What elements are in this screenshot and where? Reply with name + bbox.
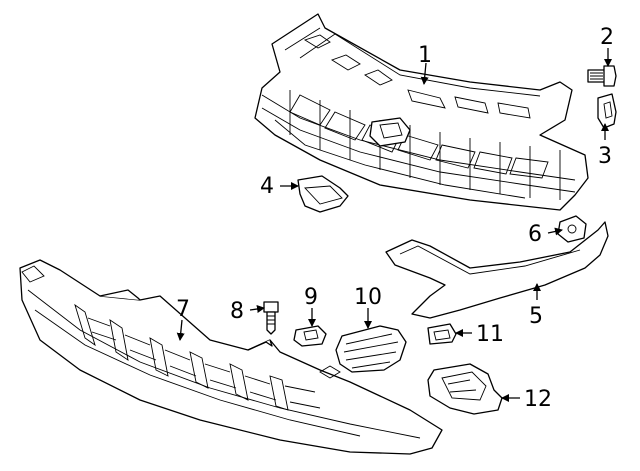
clip-part-6 — [557, 215, 587, 243]
callout-4: 4 — [260, 174, 274, 199]
bracket-part-4 — [297, 175, 349, 213]
clip-part-3 — [597, 93, 617, 129]
clip-part-11 — [427, 323, 457, 345]
vent-insert-part-10 — [335, 325, 407, 373]
callout-1: 1 — [418, 43, 432, 68]
callout-3: 3 — [598, 144, 612, 169]
upper-grille-part-1 — [254, 13, 589, 211]
lower-grille-part-7 — [19, 259, 443, 455]
callout-10: 10 — [354, 285, 382, 310]
callout-9: 9 — [304, 285, 318, 310]
bolt-part-8 — [263, 301, 279, 335]
callout-7: 7 — [176, 297, 190, 322]
callout-11: 11 — [476, 322, 504, 347]
callout-12: 12 — [524, 387, 552, 412]
bracket-part-12 — [427, 363, 503, 415]
retainer-part-9 — [293, 325, 327, 347]
callout-8: 8 — [230, 299, 244, 324]
trim-strip-part-5 — [385, 221, 609, 319]
leader-lines — [176, 48, 612, 402]
bolt-part-2 — [587, 65, 617, 87]
callout-5: 5 — [529, 304, 543, 329]
callout-2: 2 — [600, 25, 614, 50]
callout-6: 6 — [528, 222, 542, 247]
